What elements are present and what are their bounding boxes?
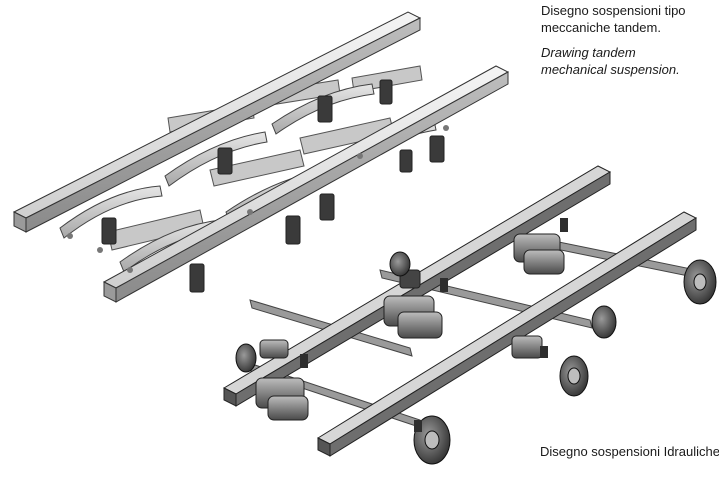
hydraulic-cylinders [255,233,565,421]
hydraulic-caption: Disegno sospensioni Idrauliche [540,444,719,459]
hydraulic-beam-right [316,211,698,457]
hydraulic-suspension-drawing [222,165,717,465]
hydraulic-wheel-hubs [235,251,717,465]
mechanical-caption-it-line2: meccaniche tandem. [541,20,661,35]
mechanical-beam-rear [102,65,510,303]
hydraulic-brackets [300,218,568,432]
mechanical-caption-it-line1: Disegno sospensioni tipo [541,3,686,18]
mechanical-hangers [101,79,445,293]
mechanical-tandem-suspension-drawing [12,11,510,303]
mechanical-caption: Disegno sospensioni tipo meccaniche tand… [541,2,686,78]
mechanical-caption-en-line2: mechanical suspension. [541,62,680,77]
mechanical-caption-en-line1: Drawing tandem [541,45,636,60]
mechanical-bolts [67,125,449,273]
mechanical-beam-front [12,11,422,233]
caption-spacer [541,36,686,44]
